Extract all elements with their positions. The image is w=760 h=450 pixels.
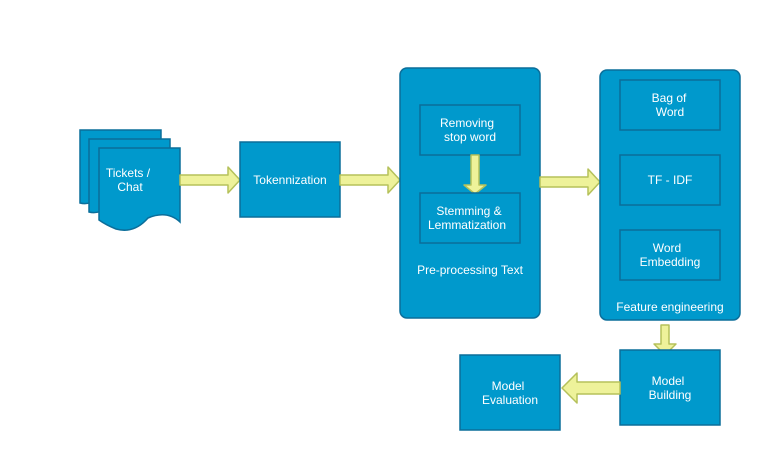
preprocessing-group: Removing stop word Stemming & Lemmatizat… — [399, 67, 541, 319]
arrow-stopword-to-stemming — [463, 154, 487, 195]
model-evaluation-label-line2: Evaluation — [482, 393, 538, 407]
stopword-label-line1: Removing — [440, 116, 494, 130]
model-evaluation-label-line1: Model — [492, 379, 525, 393]
embedding-box — [619, 229, 721, 281]
model-building-node: Model Building — [619, 349, 721, 426]
preprocessing-label: Pre-processing Text — [417, 263, 523, 277]
bow-label-line1: Bag of — [652, 91, 687, 105]
bow-box — [619, 79, 721, 131]
arrow-tickets-to-tokenization — [179, 166, 241, 194]
tokenization-node: Tokennization — [239, 141, 341, 218]
embedding-label-line2: Embedding — [640, 255, 701, 269]
stemming-label-line1: Stemming & — [436, 204, 501, 218]
stopword-box — [419, 104, 521, 156]
tokenization-label: Tokennization — [253, 173, 326, 187]
arrow-preprocessing-to-feature — [539, 168, 601, 196]
embedding-label-line1: Word — [653, 241, 681, 255]
model-building-label-line2: Building — [649, 388, 692, 402]
arrow-building-to-evaluation — [561, 372, 621, 404]
tickets-label-line1: Tickets / — [106, 166, 151, 180]
tickets-label-line2: Chat — [117, 180, 143, 194]
feature-engineering-group: Bag of Word TF - IDF Word Embedding Feat… — [599, 69, 741, 321]
stemming-label-line2: Lemmatization — [428, 218, 506, 232]
feature-label: Feature engineering — [616, 300, 723, 314]
tickets-chat-node: Tickets / Chat — [79, 129, 181, 231]
stemming-box — [419, 192, 521, 244]
tokenization-box — [239, 141, 341, 218]
tfidf-box — [619, 154, 721, 206]
model-evaluation-box — [459, 354, 561, 431]
tickets-doc-front — [98, 147, 181, 231]
model-evaluation-node: Model Evaluation — [459, 354, 561, 431]
tfidf-label: TF - IDF — [648, 173, 693, 187]
model-building-label-line1: Model — [652, 374, 685, 388]
model-building-box — [619, 349, 721, 426]
stopword-label-line2: stop word — [444, 130, 496, 144]
arrow-tokenization-to-preprocessing — [339, 166, 401, 194]
bow-label-line2: Word — [656, 105, 684, 119]
